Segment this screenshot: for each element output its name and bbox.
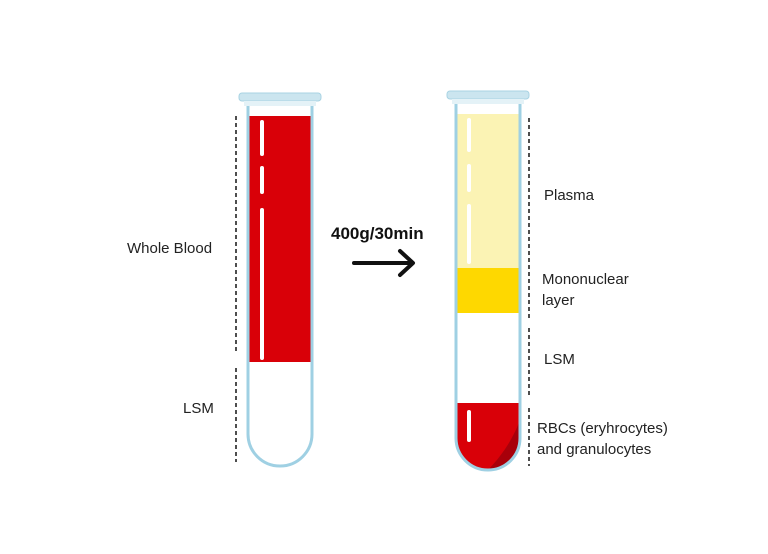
tube-before xyxy=(238,92,322,468)
label-whole-blood: Whole Blood xyxy=(127,240,213,257)
centrifuge-step-label: 400g/30min xyxy=(331,224,424,243)
label-lsm-after: LSM xyxy=(544,351,575,368)
bracket-lines xyxy=(235,116,530,466)
tube-before-outline xyxy=(246,103,314,468)
label-mononuclear: Mononuclear layer xyxy=(542,271,629,309)
tube-after-cap xyxy=(446,90,530,100)
tube-after-rim xyxy=(452,99,524,104)
tube-after xyxy=(446,90,530,472)
tube-after-lsm-layer xyxy=(456,313,520,403)
tube-after-plasma-layer xyxy=(456,103,520,268)
arrow-icon xyxy=(352,249,415,277)
label-rbc-line1: RBCs (eryhrocytes) xyxy=(537,420,668,437)
label-plasma: Plasma xyxy=(544,187,595,204)
label-rbc-line2: and granulocytes xyxy=(537,441,652,458)
tube-after-mononuclear-layer xyxy=(456,268,520,313)
tube-after-top-gap xyxy=(456,103,520,114)
tube-before-blood-layer xyxy=(248,116,312,362)
label-lsm-before: LSM xyxy=(183,400,214,417)
tube-after-outline xyxy=(454,103,522,472)
tube-before-top-gap xyxy=(248,103,312,116)
tube-before-rim xyxy=(244,101,316,106)
tube-before-cap xyxy=(238,92,322,102)
